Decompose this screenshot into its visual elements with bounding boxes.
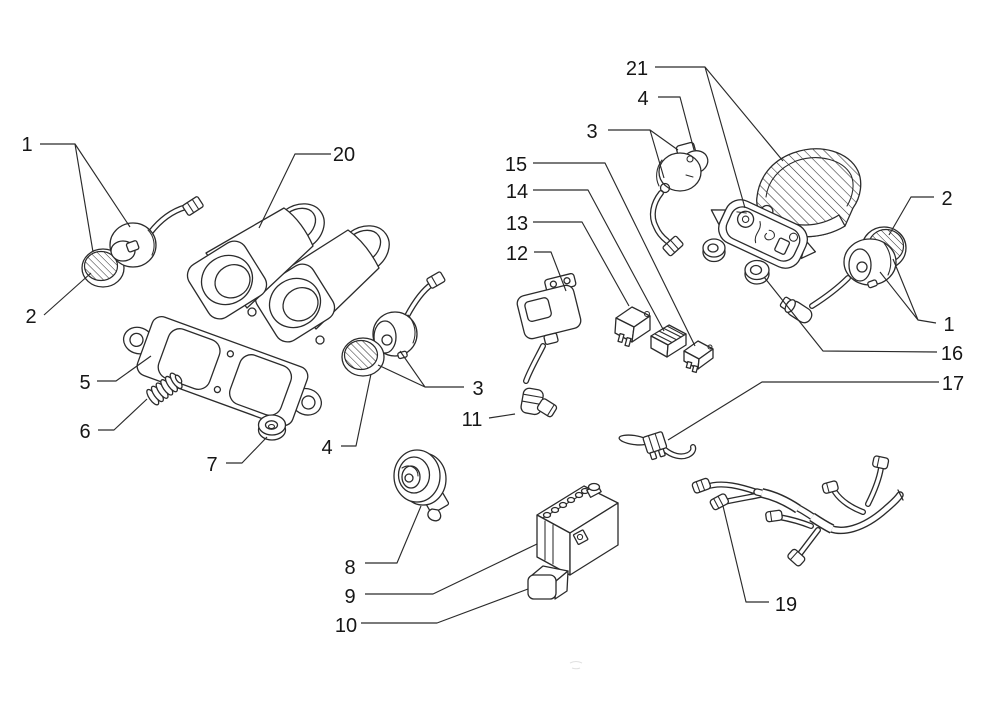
- stop-lamp-switch: [618, 431, 697, 461]
- callout-rear-grommet: 16: [941, 343, 963, 365]
- callout-relay-14: 14: [506, 181, 528, 203]
- callout-relay-13: 13: [506, 213, 528, 235]
- headlamp-bulb-socket-left: [109, 196, 204, 268]
- relay-13: [614, 306, 651, 348]
- callout-horn: 8: [344, 557, 355, 579]
- wiring-harness: [691, 455, 904, 567]
- position-lamp-socket: [372, 271, 446, 360]
- adjuster-spring: [146, 372, 183, 406]
- callout-battery: 9: [344, 586, 355, 608]
- callout-spring: 6: [79, 421, 90, 443]
- callout-fuse-box: 10: [335, 615, 357, 637]
- tail-lamp-pilot-bulb: [702, 238, 726, 263]
- spark-plug-cap: [520, 387, 558, 418]
- callout-plug-cap: 11: [462, 409, 483, 431]
- position-lamp-bulb: [341, 337, 385, 377]
- rear-bulb-socket: [779, 238, 897, 324]
- callout-wiring-harness: 19: [775, 594, 797, 616]
- callout-rear-socket: 1: [943, 314, 954, 336]
- twin-headlamp-unit: [186, 203, 390, 345]
- tail-lamp-socket: [649, 141, 709, 257]
- relay-14: [650, 324, 687, 358]
- rear-grommet: [744, 259, 770, 285]
- callout-headlamp-socket-left: 1: [21, 134, 32, 156]
- callout-tail-lamp: 21: [626, 58, 648, 80]
- callout-headlamp-unit: 20: [333, 144, 355, 166]
- callout-mounting-plate: 5: [79, 372, 90, 394]
- callout-headlamp-bulb-left: 2: [25, 306, 36, 328]
- battery: [536, 482, 619, 576]
- fuse-box: [527, 565, 569, 600]
- horn: [393, 449, 450, 522]
- callout-lamp-socket: 3: [472, 378, 483, 400]
- callout-ignition-coil: 12: [506, 243, 528, 265]
- print-artifact: [569, 661, 583, 670]
- callout-stop-switch: 17: [942, 373, 964, 395]
- callout-tail-socket: 3: [586, 121, 597, 143]
- tail-lamp-base: [710, 199, 817, 269]
- relay-15: [683, 340, 714, 374]
- callout-rear-bulb: 2: [941, 188, 952, 210]
- callout-relay-15: 15: [505, 154, 527, 176]
- mount-grommet: [257, 414, 287, 441]
- callout-lamp-bulb: 4: [321, 437, 332, 459]
- leader-lines: [40, 66, 939, 624]
- ignition-coil: [516, 272, 582, 384]
- callout-tail-bulb: 4: [637, 88, 648, 110]
- headlamp-bulb-left: [81, 248, 125, 288]
- callout-grommet: 7: [206, 454, 217, 476]
